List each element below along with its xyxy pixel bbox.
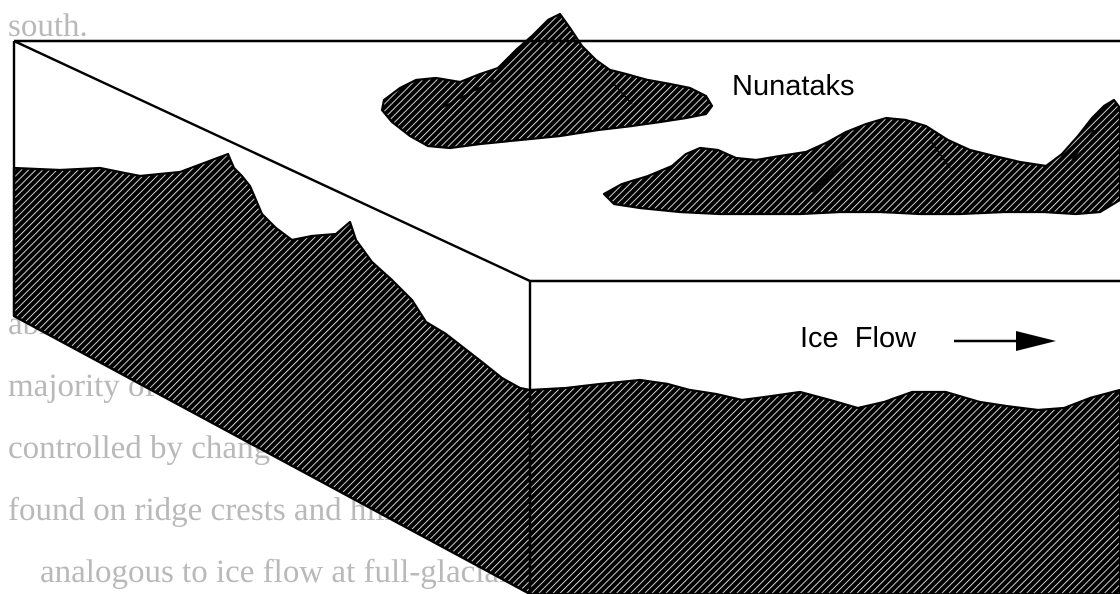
ice-flow-label: Ice Flow — [800, 322, 916, 355]
front-face-terrain — [530, 380, 1120, 594]
nunataks-label: Nunataks — [732, 70, 855, 103]
